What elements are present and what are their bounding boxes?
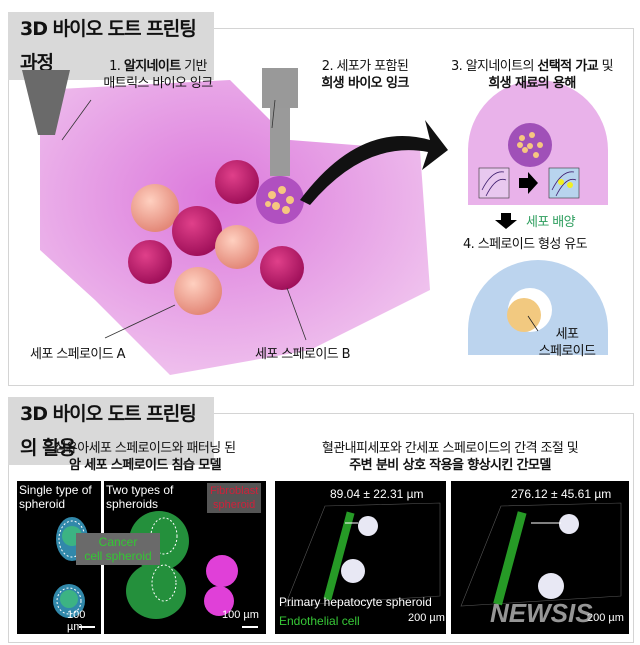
newsis-watermark: NEWSIS [490,598,593,628]
step1-suffix: 기반 [180,59,207,74]
fibroblast-line2: spheroid [213,499,256,511]
right-arrow-icon [519,172,538,194]
micrograph-89um: 89.04 ± 22.31 µm Primary hepatocyte sphe… [275,481,446,634]
scale-bar-2 [242,626,258,628]
cancer-line1: Cancer [98,535,138,549]
distance-label-2: 276.12 ± 45.61 µm [511,487,612,501]
cell-spheroid-line1: 세포 [555,327,579,342]
spheroid-a-label: 세포 스페로이드 A [30,347,125,362]
cell-spheroid-line2: 스페로이드 [538,344,596,359]
right-caption-line2: 주변 분비 상호 작용을 향상시킨 간모델 [349,458,551,473]
cancer-line2: cell spheroid [84,549,152,563]
distance-label-1: 89.04 ± 22.31 µm [330,487,424,501]
nozzle-right-icon [262,68,298,108]
step2-line2: 희생 바이오 잉크 [321,76,409,91]
two-types-line1: Two types of [106,483,174,497]
endothelial-label: Endothelial cell [279,614,360,628]
scale-label-3: 200 µm [408,612,445,624]
application-title: 3D 바이오 도트 프린팅의 활용 [8,397,214,465]
scale-label-1: 100 µm [67,609,86,633]
scale-label-4: 200 µm [587,612,624,624]
fibroblast-label: Fibroblast spheroid [207,483,262,513]
step3-mid: 및 [598,59,614,74]
nozzle-left-icon [22,70,70,135]
step3-line2: 희생 재료의 용해 [488,76,576,91]
culture-label: 세포 배양 [526,215,576,230]
printed-dot [256,176,304,224]
step1-prefix: 1. [109,59,124,74]
left-caption-line2: 암 세포 스페로이드 침습 모델 [68,458,222,473]
step3-prefix: 3. 알지네이트의 [450,59,538,74]
two-types-line2: spheroids [106,497,159,511]
process-title: 3D 바이오 도트 프린팅 과정 [8,12,214,80]
spheroid-b-label: 세포 스페로이드 B [255,347,351,362]
process-illustration [22,68,608,375]
arrow-icon [300,120,448,205]
micrograph-276um: 276.12 ± 45.61 µm 200 µm [451,481,629,634]
left-caption-line1: 섬유아세포 스페로이드와 패터닝 된 [54,441,237,456]
step1-bold: 알지네이트 [123,59,181,74]
fibroblast-line1: Fibroblast [210,485,259,497]
step2-line1: 2. 세포가 포함된 [321,59,409,74]
down-arrow-icon [495,213,517,229]
step3-bold: 선택적 가교 [537,59,599,74]
hepatocyte-label: Primary hepatocyte spheroid [279,595,432,609]
single-label-line1: Single type of [19,483,92,497]
step4-label: 4. 스페로이드 형성 유도 [462,237,588,252]
step1-line2: 매트릭스 바이오 잉크 [103,76,213,91]
scale-bar-1 [79,626,95,628]
single-label-line2: spheroid [19,497,66,511]
right-caption-line1: 혈관내피세포와 간세포 스페로이드의 간격 조절 및 [321,441,579,456]
spheroids [128,160,304,315]
scale-label-2: 100 µm [222,609,259,621]
